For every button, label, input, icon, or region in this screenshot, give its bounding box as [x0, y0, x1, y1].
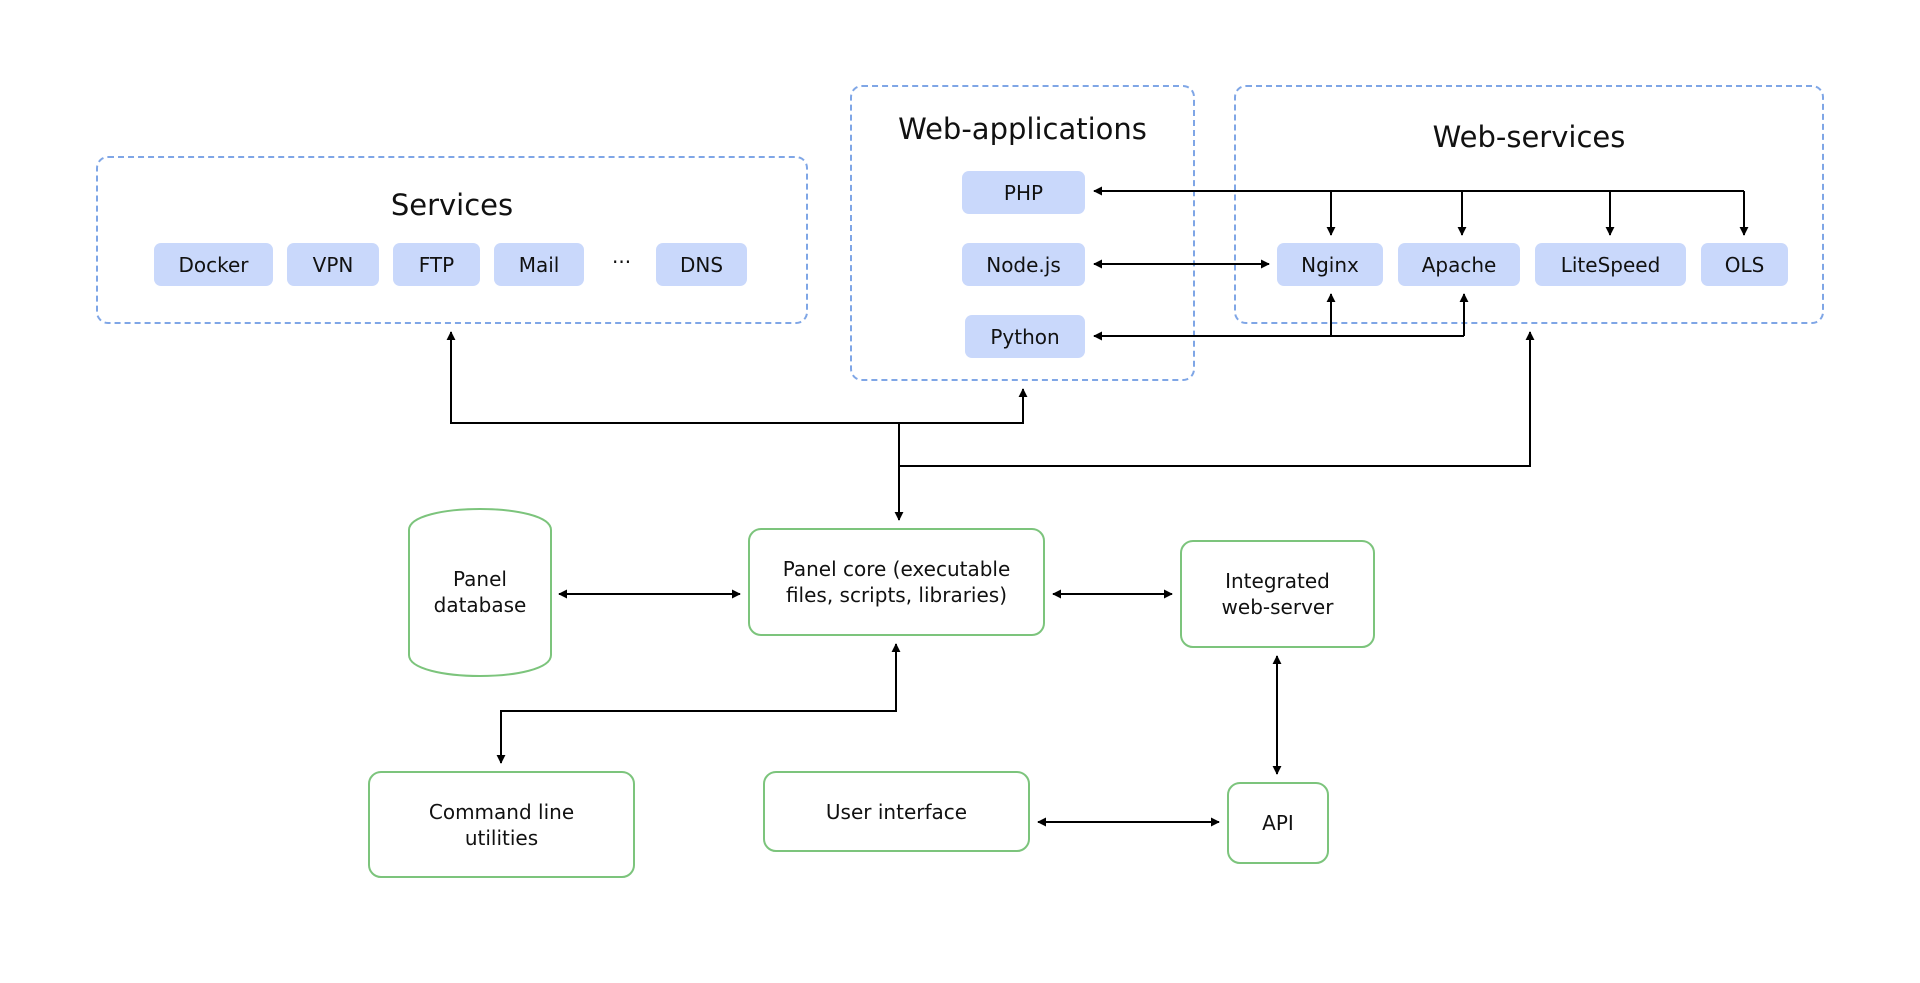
core-to-webapps-arrow	[899, 388, 1028, 424]
panel-core-label: Panel core (executable files, scripts, l…	[782, 557, 1011, 607]
api-node: API	[1227, 782, 1329, 864]
services-group: Services	[96, 156, 808, 324]
user-interface-label: User interface	[825, 799, 968, 824]
web-services-group: Web-services	[1234, 85, 1824, 324]
web-applications-title: Web-applications	[898, 112, 1147, 146]
app-php: PHP	[962, 171, 1085, 214]
service-mail: Mail	[494, 243, 584, 286]
integrated-webserver-label: Integrated web-server	[1221, 569, 1334, 619]
service-dns: DNS	[656, 243, 747, 286]
service-docker: Docker	[154, 243, 273, 286]
app-python: Python	[965, 315, 1085, 358]
integrated-webserver-node: Integrated web-server	[1180, 540, 1375, 648]
web-applications-group: Web-applications	[850, 85, 1195, 381]
command-line-utilities-label: Command line utilities	[428, 799, 575, 850]
command-line-utilities-node: Command line utilities	[368, 771, 635, 878]
services-ellipsis: ···	[612, 250, 632, 274]
app-nodejs: Node.js	[962, 243, 1085, 286]
webservice-litespeed: LiteSpeed	[1535, 243, 1686, 286]
webservice-nginx: Nginx	[1277, 243, 1383, 286]
core-to-webservices-arrow	[899, 331, 1535, 467]
webservice-ols: OLS	[1701, 243, 1788, 286]
panel-core-node: Panel core (executable files, scripts, l…	[748, 528, 1045, 636]
web-services-title: Web-services	[1432, 120, 1626, 154]
panel-database-label: Panel database	[433, 567, 527, 617]
core-cli-arrow	[496, 643, 901, 764]
service-ftp: FTP	[393, 243, 480, 286]
service-vpn: VPN	[287, 243, 379, 286]
services-title: Services	[390, 188, 514, 222]
core-to-services-arrow	[446, 331, 899, 424]
api-label: API	[1262, 811, 1294, 835]
webservice-apache: Apache	[1398, 243, 1520, 286]
user-interface-node: User interface	[763, 771, 1030, 852]
